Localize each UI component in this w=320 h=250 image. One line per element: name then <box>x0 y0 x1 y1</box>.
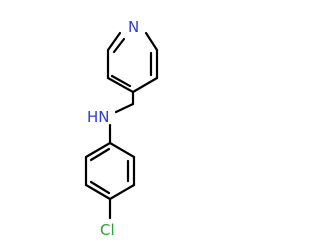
amine-hn-label: HN <box>87 108 110 126</box>
bond-c3-c4 <box>131 76 159 94</box>
bond-p1-p2 <box>108 141 136 159</box>
bond-n-c2 <box>144 31 159 52</box>
bond-p3-p4 <box>108 183 136 201</box>
chlorophenyl-ring: Cl <box>84 123 136 239</box>
methylene-linker: HN <box>87 90 135 126</box>
bond-methylene-to-amine <box>114 102 135 114</box>
chemical-structure: N HN Cl <box>84 18 159 239</box>
double-bond-p4-p5-inner <box>89 180 111 195</box>
bond-p6-p1 <box>84 141 112 159</box>
bond-c4-c5 <box>106 76 135 94</box>
pyridine-nitrogen-label: N <box>128 18 139 36</box>
chlorine-label: Cl <box>100 221 115 239</box>
double-bond-p6-p1-inner <box>89 147 111 162</box>
bond-c6-n <box>106 31 122 52</box>
double-bond-c6-n-inner <box>112 37 126 54</box>
double-bond-c4-c5-inner <box>110 74 132 88</box>
bond-p4-p5 <box>84 183 112 201</box>
pyridine-ring: N <box>106 18 159 94</box>
